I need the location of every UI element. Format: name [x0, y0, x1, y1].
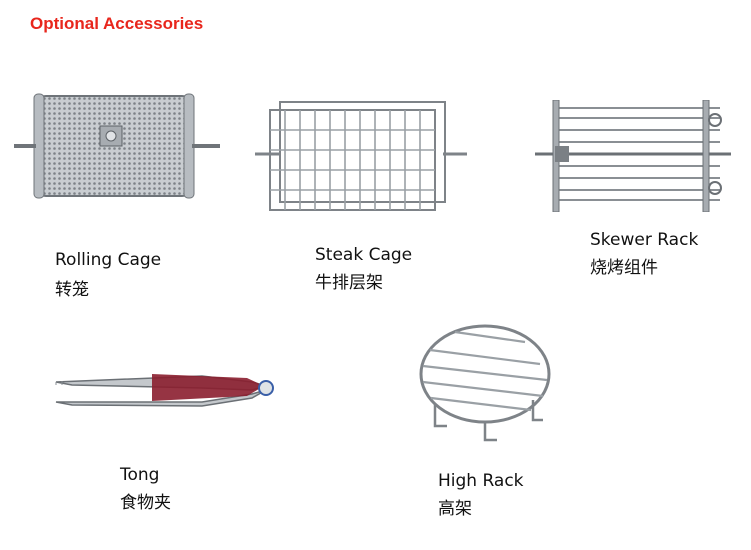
steak-cage-cn-label: 牛排层架: [315, 273, 383, 293]
tong-label: Tong: [120, 465, 160, 485]
rolling-cage-cn-label: 转笼: [55, 280, 89, 300]
skewer-rack-label: Skewer Rack: [590, 230, 699, 250]
high-rack-cn-label: 高架: [438, 499, 472, 519]
high-rack-icon: [419, 324, 551, 442]
skewer-rack-icon: [535, 100, 731, 212]
tong-icon: [55, 374, 274, 407]
tong-cn-label: 食物夹: [120, 493, 171, 513]
steak-cage-icon: [255, 101, 467, 211]
page-title: Optional Accessories: [30, 14, 204, 33]
rolling-cage-label: Rolling Cage: [55, 250, 162, 270]
rolling-cage-icon: [14, 93, 220, 199]
high-rack-label: High Rack: [438, 471, 524, 491]
steak-cage-label: Steak Cage: [315, 245, 413, 265]
skewer-rack-cn-label: 烧烤组件: [590, 258, 658, 278]
